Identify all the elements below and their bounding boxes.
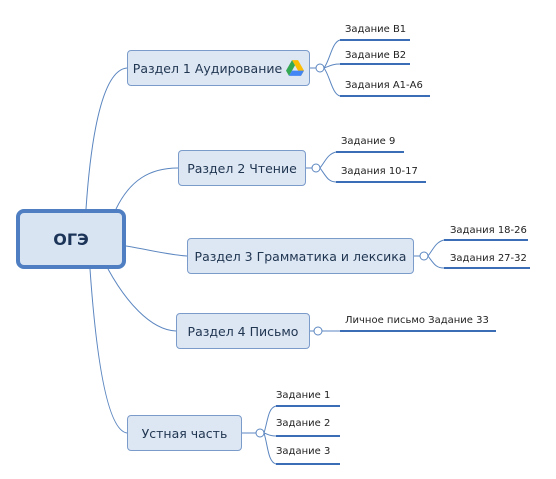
leaf-label[interactable]: Задание 2 [276,418,331,429]
branch-label: Раздел 4 Письмо [187,323,299,339]
branch-label: Устная часть [141,425,228,441]
leaf-label[interactable]: Задания 27-32 [450,253,527,264]
leaf-label[interactable]: Задание В1 [345,24,407,35]
branch-node-writing[interactable]: Раздел 4 Письмо [176,313,310,349]
branch-node-listening[interactable]: Раздел 1 Аудирование [127,50,310,86]
root-node[interactable]: ОГЭ [16,209,126,269]
leaf-label[interactable]: Задания 18-26 [450,225,527,236]
branch-label: Раздел 3 Грамматика и лексика [194,248,407,264]
leaf-label[interactable]: Задания А1-А6 [345,80,423,91]
leaf-label[interactable]: Задание 3 [276,446,331,457]
leaf-label[interactable]: Личное письмо Задание 33 [345,315,489,326]
branch-node-reading[interactable]: Раздел 2 Чтение [178,150,306,186]
leaf-label[interactable]: Задание 9 [341,136,396,147]
leaf-label[interactable]: Задание 1 [276,390,331,401]
google-drive-icon [286,60,305,76]
branch-label: Раздел 2 Чтение [187,160,297,176]
branch-label: Раздел 1 Аудирование [132,60,283,76]
branch-node-speaking[interactable]: Устная часть [127,415,242,451]
branch-node-grammar[interactable]: Раздел 3 Грамматика и лексика [187,238,414,274]
leaf-label[interactable]: Задания 10-17 [341,166,418,177]
leaf-label[interactable]: Задание В2 [345,50,407,61]
